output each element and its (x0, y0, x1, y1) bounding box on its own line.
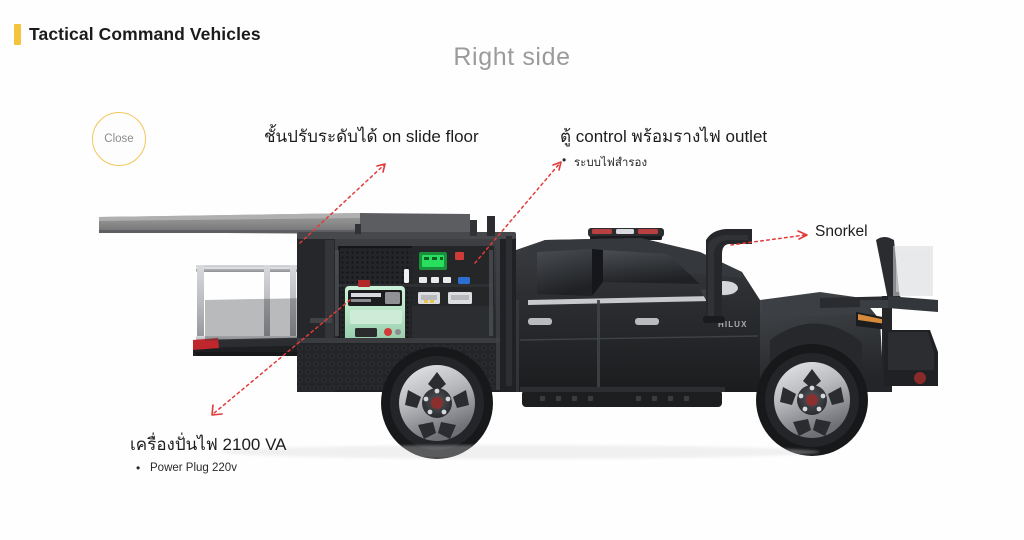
cab: HILUX (516, 228, 762, 407)
awning-extension (99, 213, 470, 236)
callout-snorkel-heading: Snorkel (815, 223, 868, 240)
callout-shelf-heading: ชั้นปรับระดับได้ on slide floor (264, 127, 479, 146)
generator-unit (345, 280, 405, 344)
close-button-label: Close (104, 133, 134, 145)
callout-shelf: ชั้นปรับระดับได้ on slide floor (264, 126, 479, 147)
callout-generator-heading: เครื่องปั่นไฟ 2100 VA (130, 435, 287, 454)
callout-generator: เครื่องปั่นไฟ 2100 VA Power Plug 220v (130, 434, 287, 475)
bull-bar (820, 237, 938, 392)
callout-control-heading: ตู้ control พร้อมรางไฟ outlet (560, 127, 768, 146)
slide-title: Right side (453, 43, 571, 71)
header-accent-bar (14, 24, 21, 45)
callout-generator-sub: Power Plug 220v (130, 461, 287, 475)
callout-snorkel: Snorkel (815, 222, 868, 241)
antenna-pole (506, 236, 512, 386)
callout-control: ตู้ control พร้อมรางไฟ outlet ระบบไฟสำรอ… (560, 126, 767, 172)
rear-wheel (381, 347, 493, 459)
page-title: Tactical Command Vehicles (29, 24, 261, 44)
vehicle-badge: HILUX (718, 320, 748, 329)
snorkel (703, 229, 752, 323)
close-button[interactable]: Close (92, 112, 146, 166)
callout-control-sub: ระบบไฟสำรอง (560, 153, 767, 172)
page-header: Tactical Command Vehicles (14, 24, 261, 45)
front-wheel (756, 344, 868, 456)
